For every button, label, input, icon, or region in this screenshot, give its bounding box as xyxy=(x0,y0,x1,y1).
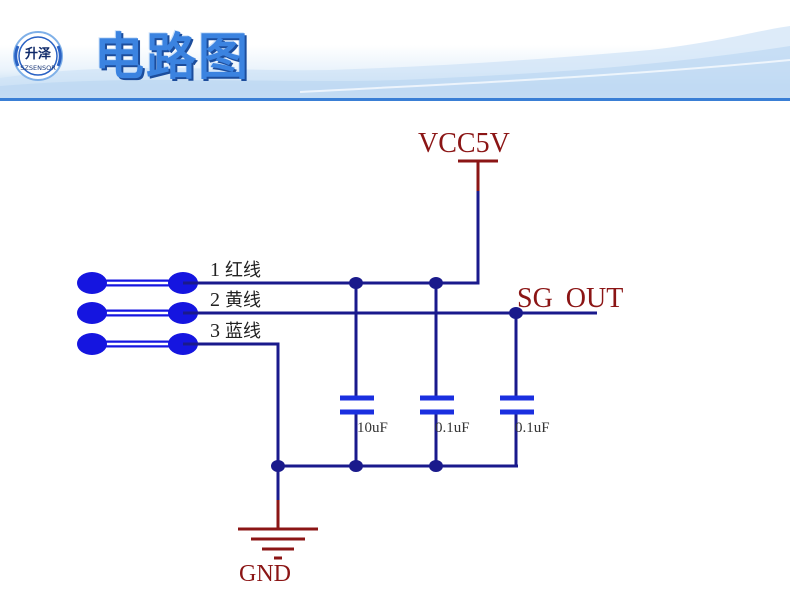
capacitors xyxy=(340,395,534,415)
wires xyxy=(183,191,597,528)
wave-decoration xyxy=(0,26,790,98)
wire-name: 红线 xyxy=(225,260,261,281)
wire-label-3: 3 蓝线 xyxy=(210,317,261,343)
connector-pads xyxy=(77,272,200,355)
sg-out-label: SG OUT xyxy=(517,283,624,314)
pad-pair-2 xyxy=(77,302,200,324)
vcc-label: VCC5V xyxy=(418,128,510,159)
gnd-label: GND xyxy=(239,561,291,587)
wire-name: 蓝线 xyxy=(225,321,261,342)
wire-number: 1 xyxy=(210,259,220,281)
capacitor-c3 xyxy=(500,395,534,415)
ground-symbol xyxy=(238,500,318,560)
junction-dot xyxy=(429,277,443,289)
capacitor-c2-value: 0.1uF xyxy=(435,420,470,436)
junction-dot xyxy=(349,460,363,472)
junction-dot xyxy=(349,277,363,289)
capacitor-c1 xyxy=(340,395,374,415)
logo-english-text: SZSENSOR xyxy=(20,64,56,72)
pad-pair-1 xyxy=(77,272,200,294)
junction-dot xyxy=(509,307,523,319)
header-divider xyxy=(0,98,790,101)
wire-vcc xyxy=(183,191,480,285)
junction-dot xyxy=(429,460,443,472)
pad-pair-3 xyxy=(77,333,200,355)
wire-label-1: 1 红线 xyxy=(210,256,261,282)
capacitor-c1-value: 10uF xyxy=(357,420,388,436)
page-title: 电路图 xyxy=(94,28,250,86)
wire-label-2: 2 黄线 xyxy=(210,286,261,312)
capacitor-c2 xyxy=(420,395,454,415)
capacitor-c3-value: 0.1uF xyxy=(515,420,550,436)
junctions xyxy=(271,277,523,472)
wire-number: 2 xyxy=(210,289,220,311)
wire-ground xyxy=(183,342,280,528)
vcc-symbol xyxy=(458,159,498,191)
wire-number: 3 xyxy=(210,320,220,342)
company-logo xyxy=(13,31,63,81)
header-banner: 升泽 SZSENSOR 电路图 xyxy=(0,0,790,101)
logo-chinese-text: 升泽 xyxy=(24,47,51,62)
junction-dot xyxy=(271,460,285,472)
wire-name: 黄线 xyxy=(225,290,261,311)
